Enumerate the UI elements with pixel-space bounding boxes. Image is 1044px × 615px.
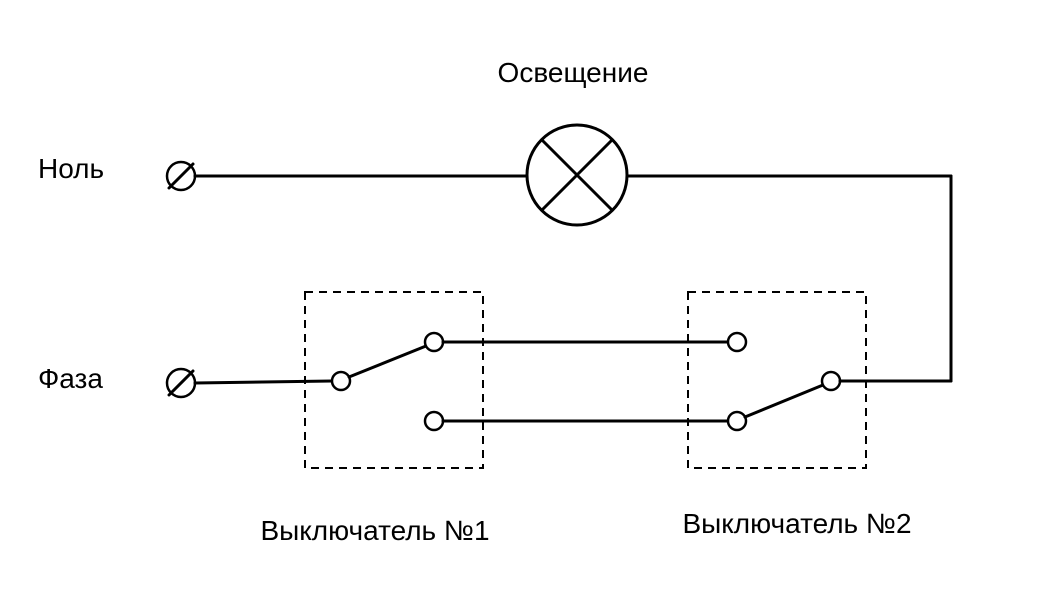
switch2-label: Выключатель №2 <box>682 508 911 539</box>
phase-label: Фаза <box>38 363 103 394</box>
switch1-dashed-box <box>304 291 484 469</box>
switch1-lever <box>347 344 428 379</box>
switch2-upper-contact <box>726 331 748 353</box>
switch1-common-contact <box>330 370 352 392</box>
switch1-lower-contact <box>423 410 445 432</box>
lamp-icon <box>525 123 629 227</box>
switch1-label: Выключатель №1 <box>260 515 489 546</box>
switch-1-icon <box>304 291 484 469</box>
switch2-common-contact <box>820 370 842 392</box>
phase-terminal-slash <box>167 369 195 397</box>
switch2-lever <box>743 383 825 419</box>
phase-terminal-icon <box>165 367 197 399</box>
neutral-terminal-icon <box>165 160 197 192</box>
lamp-cross-line-2 <box>540 138 614 212</box>
neutral-label: Ноль <box>38 153 104 184</box>
phase-wire <box>193 379 334 385</box>
switch-2-icon <box>687 291 867 469</box>
neutral-terminal-slash <box>167 162 195 190</box>
switch2-lower-contact <box>726 410 748 432</box>
switch1-upper-contact <box>423 331 445 353</box>
diagram-title: Освещение <box>498 57 649 88</box>
